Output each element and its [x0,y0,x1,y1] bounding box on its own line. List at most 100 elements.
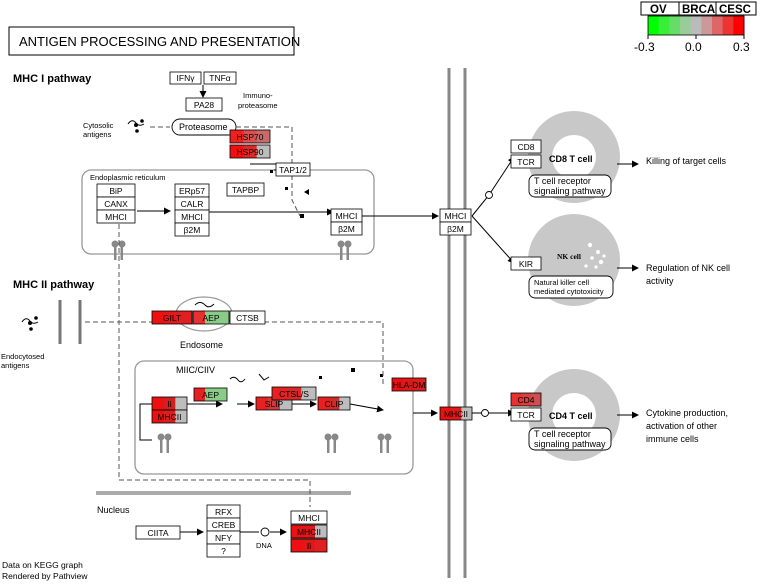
gene-slip-color-segment [256,397,269,410]
gene-hladm-color-segment [392,378,404,391]
gene-mhc2-miic-label: MHCII [157,412,181,422]
gene-hsp70[interactable]: HSP70 [229,129,271,144]
gene-tcr-cd8-label: TCR [517,157,534,167]
gene-calr[interactable]: CALR [174,196,210,211]
gene-mhc2-miic[interactable]: MHCII [151,409,188,424]
tcr-signaling-cd4-box[interactable]: T cell receptor signaling pathway [528,427,612,451]
pathway-title: ANTIGEN PROCESSING AND PRESENTATION [19,34,300,49]
endosome-label: Endosome [180,340,223,350]
miic-label: MIIC/CIIV [176,365,215,375]
gene-hsp90-label: HSP90 [237,147,264,157]
gene-nfy[interactable]: NFY [206,530,241,545]
gene-mhc1-mem[interactable]: MHCI [439,208,472,223]
gene-tap12[interactable]: TAP1/2 [275,162,311,177]
tcr-signal-line1-cd4: T cell receptor [534,429,591,439]
gene-ii-nuc-color-segment [315,539,327,552]
proteasome[interactable]: Proteasome [171,118,237,136]
gene-mhc1-nuc-color-segment [291,511,327,524]
gene-erp57[interactable]: ERp57 [174,183,210,198]
gene-aep-miic[interactable]: AEP [193,387,228,402]
legend-tick-min: -0.3 [634,40,655,54]
gene-ctsls-color-segment [301,387,316,400]
gene-mhc2-miic-color-segment [175,410,187,423]
gene-creb-color-segment [207,518,240,531]
gene-aep-endo-color-segment [217,311,229,324]
gene-cd8[interactable]: CD8 [510,139,542,154]
gene-b2m-plc[interactable]: β2M [174,222,210,237]
gene-tnfa[interactable]: TNFα [203,71,237,85]
gene-cd4[interactable]: CD4 [510,392,542,407]
tcr-signal-line1-cd8: T cell receptor [534,176,591,186]
gene-ii-nuc-color-segment [291,539,304,552]
outcome-cytokine-line3: immune cells [646,434,699,444]
gene-clip[interactable]: CLIP [317,396,351,411]
legend-dataset-brca: BRCA [682,4,715,16]
gene-ii-miic[interactable]: Ii [151,396,188,411]
gene-mhc1-er-color-segment [97,210,135,223]
gene-hladm-color-segment [403,378,416,391]
gene-creb[interactable]: CREB [206,517,241,532]
gene-hsp90-color-segment [256,145,270,158]
gene-clip-color-segment [339,397,350,410]
endocytosed-antigens-label-1: Endocytosed [1,352,44,361]
gene-aep-endo[interactable]: AEP [192,310,230,325]
outcome-nk-line2: activity [646,276,674,286]
gene-ii-nuc-label: Ii [307,541,311,551]
gene-q-label: ? [221,546,226,556]
gene-clip-label: CLIP [325,399,344,409]
gene-hsp90[interactable]: HSP90 [229,144,271,159]
gene-mhc2-miic-color-segment [163,410,176,423]
immunoproteasome-label-1: Immuno- [243,91,273,100]
gene-cd8-color-segment [511,140,541,153]
gene-aep-endo-color-segment [193,311,206,324]
proteasome-label: Proteasome [179,122,228,132]
gene-mhc1-nuc[interactable]: MHCI [290,510,328,525]
gene-b2m-exit-label: β2M [338,224,355,234]
gene-ctsb[interactable]: CTSB [229,310,266,325]
gene-canx[interactable]: CANX [96,196,136,211]
gene-mhc2-mem-color-segment [461,407,472,420]
gene-rfx-label: RFX [215,507,232,517]
gene-ctsls-color-segment [272,387,288,400]
gene-pa28[interactable]: PA28 [185,97,223,112]
gene-mhc1-plc[interactable]: MHCI [174,209,210,224]
gene-b2m-mem-color-segment [440,222,471,235]
gene-ii-miic-color-segment [152,397,165,410]
legend-swatch [701,16,713,35]
outcome-cytokine-line2: activation of other [646,421,717,431]
outcome-killing: Killing of target cells [646,156,727,166]
gene-ciita[interactable]: CIITA [135,525,181,540]
gene-mhc1-exit[interactable]: MHCI [330,208,363,223]
gene-ii-nuc[interactable]: Ii [290,538,328,553]
gene-tapbp[interactable]: TAPBP [226,182,265,197]
gene-gilt-color-segment [152,311,166,324]
gene-b2m-exit[interactable]: β2M [330,221,363,236]
gene-hsp70-color-segment [256,130,270,143]
gene-mhc2-mem[interactable]: MHCII [439,406,473,421]
gene-hladm[interactable]: HLA-DM [391,377,427,392]
gene-gilt[interactable]: GILT [151,310,193,325]
gene-tcr-cd8[interactable]: TCR [510,154,542,169]
legend-color-bar [647,15,745,36]
gene-q[interactable]: ? [206,543,241,558]
gene-pa28-color-segment [186,98,222,111]
gene-cd8-label: CD8 [517,142,534,152]
gene-mhc1-er[interactable]: MHCI [96,209,136,224]
gene-bip[interactable]: BiP [96,183,136,198]
legend-dataset-ov: OV [650,4,667,16]
tcr-signaling-cd8-box[interactable]: T cell receptor signaling pathway [528,174,612,198]
gene-kir[interactable]: KIR [510,256,542,271]
legend: OV BRCA CESC -0.3 0.0 0.3 [634,1,757,54]
gene-hsp90-color-segment [243,145,258,158]
gene-mhc1-exit-label: MHCI [336,211,358,221]
gene-aep-endo-color-segment [205,311,218,324]
gene-b2m-exit-color-segment [331,222,362,235]
gene-mhc2-nuc[interactable]: MHCII [290,524,328,539]
gene-tcr-cd4[interactable]: TCR [510,407,542,422]
gene-b2m-mem[interactable]: β2M [439,221,472,236]
gene-ifng[interactable]: IFNγ [169,71,202,85]
gene-rfx[interactable]: RFX [206,504,241,519]
gene-ctsls[interactable]: CTSL/S [271,386,317,401]
nk-cytotoxicity-box[interactable]: Natural killer cell mediated cytotoxicit… [528,275,614,299]
